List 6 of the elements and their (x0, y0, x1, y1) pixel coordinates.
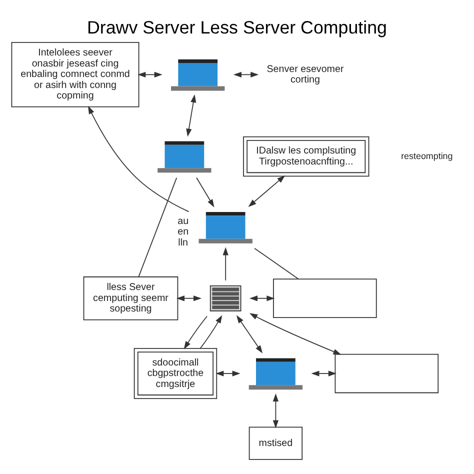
node-label: au (178, 215, 189, 226)
node-label: lln (178, 236, 188, 248)
label: resteompting (401, 150, 453, 160)
node-label: en (178, 226, 189, 238)
diagram-title: Drawv Server Less Server Computing (86, 16, 388, 37)
node-text: Senver esevomer corting (266, 63, 344, 86)
